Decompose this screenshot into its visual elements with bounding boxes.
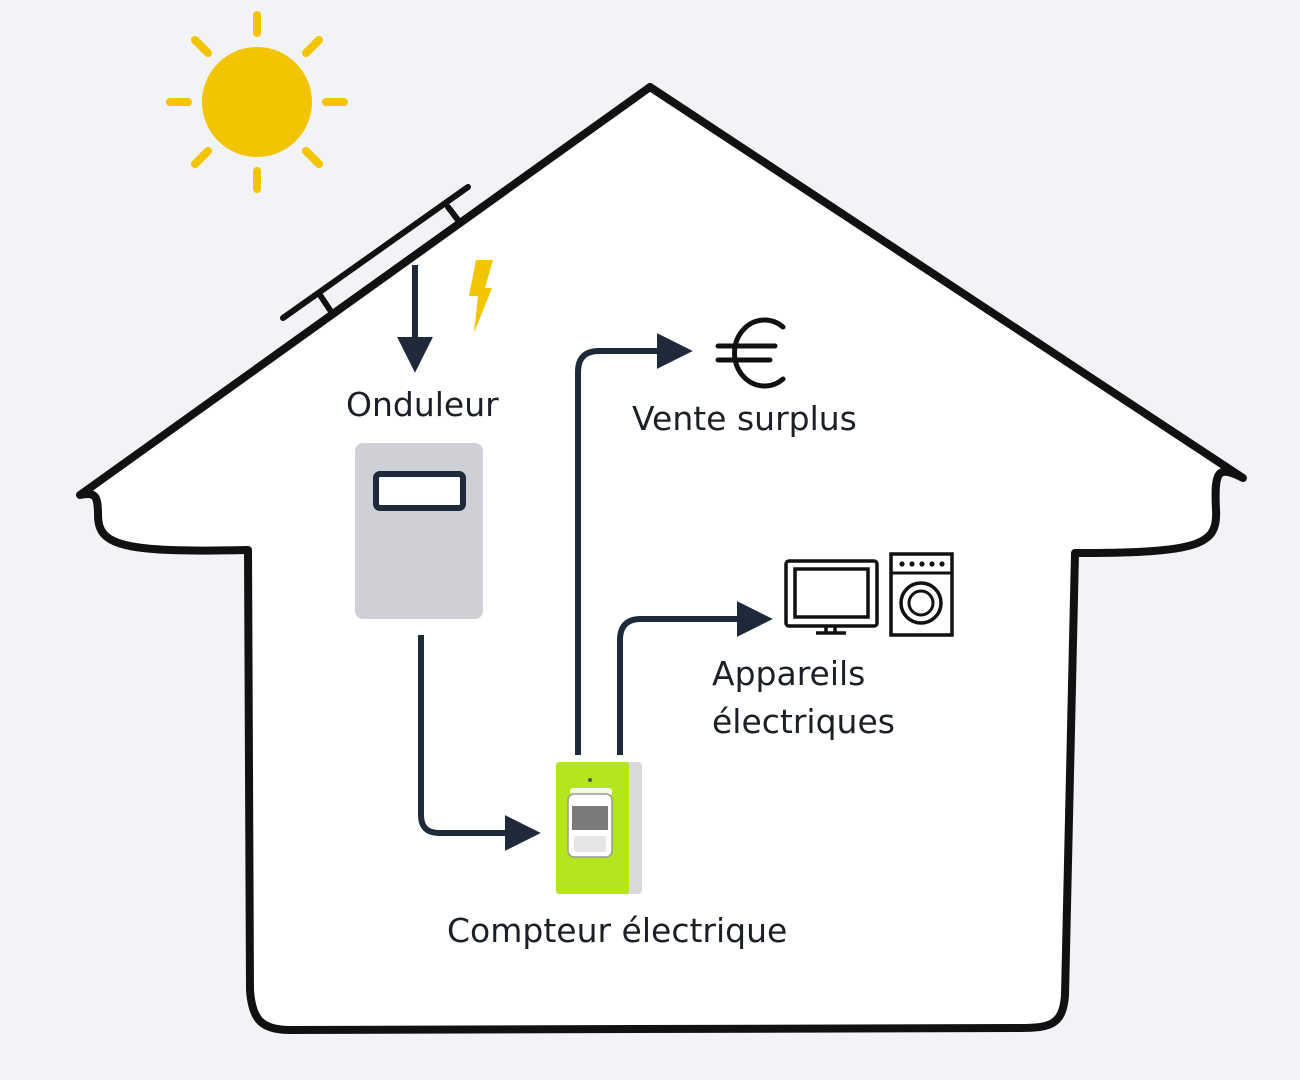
solar-panel-icon (280, 184, 471, 321)
washing-machine-icon (889, 552, 954, 637)
euro-icon (715, 317, 786, 389)
appliances-label-line2: électriques (712, 702, 895, 741)
appliances-label-line1: Appareils (712, 654, 866, 693)
inverter-icon (355, 443, 483, 619)
surplus-label: Vente surplus (632, 399, 857, 438)
lightning-icon (469, 260, 493, 333)
sun-icon (166, 11, 348, 193)
meter-label: Compteur électrique (447, 911, 788, 950)
meter-to-surplus-arrow (575, 333, 693, 755)
inverter-label: Onduleur (346, 385, 499, 424)
meter-to-appliances-arrow (617, 601, 773, 755)
tv-icon (784, 559, 879, 635)
inverter-to-meter-arrow (418, 635, 541, 851)
meter-icon (556, 762, 642, 894)
house-outline (76, 83, 1247, 1034)
